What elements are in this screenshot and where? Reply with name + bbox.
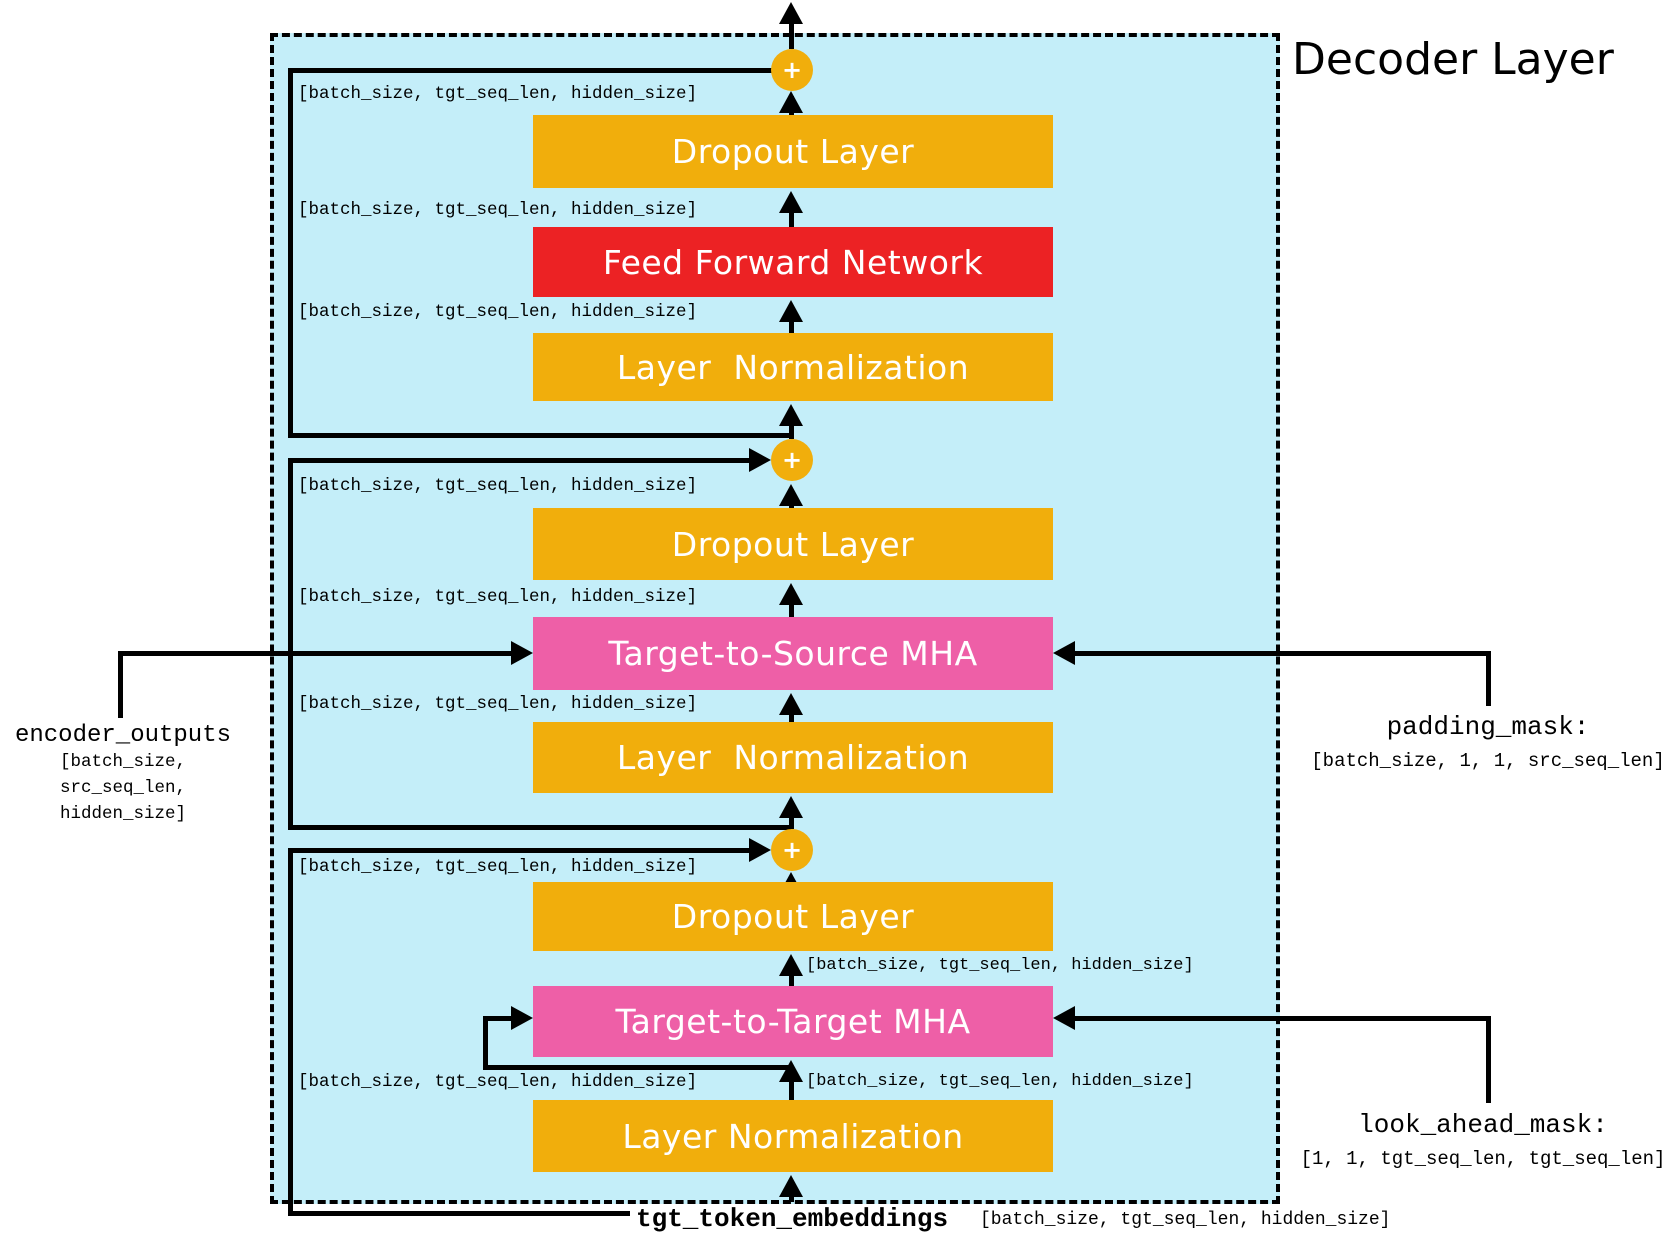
plus-icon: + bbox=[781, 836, 803, 864]
flow-line-t2s-to-dropout bbox=[789, 599, 794, 617]
look-ahead-mask-riser-line bbox=[1486, 1016, 1491, 1103]
add-circle-top: + bbox=[771, 49, 813, 91]
self-attention-arrow-line bbox=[483, 1016, 516, 1021]
residual-rail-middle bbox=[288, 458, 293, 829]
shape-label-c4: [batch_size, tgt_seq_len, hidden_size] bbox=[806, 1072, 1194, 1091]
diagram-title: Decoder Layer bbox=[1292, 34, 1614, 85]
block-label: Layer Normalization bbox=[622, 1116, 964, 1156]
arrowhead-encoder-into-t2s bbox=[511, 641, 533, 665]
look-ahead-mask-shape: [1, 1, tgt_seq_len, tgt_seq_len] bbox=[1300, 1148, 1666, 1170]
tgt-token-embeddings-shape: [batch_size, tgt_seq_len, hidden_size] bbox=[980, 1210, 1391, 1230]
flow-line-ln-to-t2t bbox=[789, 1076, 794, 1100]
residual-rail-bottom bbox=[288, 848, 293, 1215]
plus-icon: + bbox=[781, 446, 803, 474]
encoder-outputs-shape: [batch_size, src_seq_len, hidden_size] bbox=[59, 752, 187, 824]
arrowhead-into-ln-top bbox=[779, 404, 803, 426]
add-circle-bottom: + bbox=[771, 829, 813, 871]
block-layer-norm-top: Layer Normalization bbox=[533, 333, 1053, 401]
block-label: Feed Forward Network bbox=[602, 242, 984, 282]
shape-label-b1: [batch_size, tgt_seq_len, hidden_size] bbox=[298, 476, 698, 496]
block-label: Target-to-Target MHA bbox=[615, 1002, 971, 1041]
block-label: Dropout Layer bbox=[671, 897, 915, 936]
arrowhead-into-ln-mid bbox=[779, 796, 803, 818]
padding-mask-shape: [batch_size, 1, 1, src_seq_len] bbox=[1311, 750, 1665, 772]
residual-line-to-top-add bbox=[288, 68, 772, 73]
shape-label-b2: [batch_size, tgt_seq_len, hidden_size] bbox=[298, 587, 698, 607]
encoder-outputs-annotation: encoder_outputs [batch_size, src_seq_len… bbox=[8, 722, 238, 827]
plus-icon: + bbox=[781, 56, 803, 84]
block-feed-forward-network: Feed Forward Network bbox=[533, 227, 1053, 297]
arrowhead-into-add3 bbox=[779, 91, 803, 113]
embeddings-branch-line bbox=[288, 1211, 630, 1216]
flow-line-ln-to-ffn bbox=[789, 316, 794, 333]
arrowhead-into-dropout-top bbox=[779, 191, 803, 213]
self-attention-tap-line bbox=[483, 1065, 791, 1070]
shape-label-b3: [batch_size, tgt_seq_len, hidden_size] bbox=[298, 694, 698, 714]
block-label: Dropout Layer bbox=[671, 524, 915, 564]
encoder-outputs-arrow-line bbox=[118, 651, 516, 656]
block-dropout-top: Dropout Layer bbox=[533, 115, 1053, 188]
block-layer-norm-bottom: Layer Normalization bbox=[533, 1100, 1053, 1172]
arrowhead-into-ffn bbox=[779, 300, 803, 322]
block-dropout-bottom: Dropout Layer bbox=[533, 882, 1053, 951]
arrowhead-into-t2t-mha bbox=[779, 1060, 803, 1082]
padding-mask-annotation: padding_mask: [batch_size, 1, 1, src_seq… bbox=[1296, 712, 1678, 772]
flow-line-ln-to-t2s bbox=[789, 709, 794, 722]
padding-mask-arrow-line bbox=[1069, 651, 1488, 656]
padding-mask-label: padding_mask: bbox=[1386, 712, 1590, 742]
flow-line-output bbox=[789, 18, 794, 49]
block-label: Dropout Layer bbox=[671, 132, 915, 171]
arrowhead-into-dropout-bottom bbox=[779, 954, 803, 976]
arrowhead-into-add2 bbox=[779, 484, 803, 506]
arrowhead-into-t2t-left bbox=[511, 1006, 533, 1030]
shape-label-c3: [batch_size, tgt_seq_len, hidden_size] bbox=[298, 1072, 698, 1092]
flow-line-add1-to-ln-mid bbox=[789, 812, 794, 829]
block-label: Layer Normalization bbox=[616, 347, 970, 387]
block-target-to-source-mha: Target-to-Source MHA bbox=[533, 617, 1053, 690]
arrowhead-output bbox=[779, 2, 803, 24]
block-dropout-mid: Dropout Layer bbox=[533, 508, 1053, 580]
look-ahead-mask-annotation: look_ahead_mask: [1, 1, tgt_seq_len, tgt… bbox=[1288, 1110, 1678, 1170]
padding-mask-riser-line bbox=[1486, 651, 1491, 706]
residual-line-to-bottom-add bbox=[288, 848, 756, 853]
self-attention-loop-line bbox=[483, 1016, 488, 1070]
shape-label-c2: [batch_size, tgt_seq_len, hidden_size] bbox=[806, 956, 1194, 975]
arrowhead-into-ln-bottom bbox=[779, 1175, 803, 1197]
arrowhead-into-bottom-add bbox=[749, 838, 771, 862]
shape-label-a3: [batch_size, tgt_seq_len, hidden_size] bbox=[298, 302, 698, 322]
residual-rail-top bbox=[288, 68, 293, 437]
tgt-token-embeddings-label: tgt_token_embeddings bbox=[636, 1204, 949, 1234]
flow-line-t2t-to-dropout bbox=[789, 970, 794, 986]
shape-label-a1: [batch_size, tgt_seq_len, hidden_size] bbox=[298, 84, 698, 104]
residual-tap-line-lower bbox=[288, 825, 791, 830]
arrowhead-padding-into-t2s bbox=[1053, 641, 1075, 665]
residual-tap-line-upper bbox=[288, 433, 791, 438]
block-label: Layer Normalization bbox=[616, 738, 970, 777]
look-ahead-mask-arrow-line bbox=[1069, 1016, 1488, 1021]
arrowhead-lookahead-into-t2t bbox=[1053, 1006, 1075, 1030]
arrowhead-into-dropout-mid bbox=[779, 583, 803, 605]
look-ahead-mask-label: look_ahead_mask: bbox=[1358, 1110, 1608, 1140]
flow-line-add2-to-ln-top bbox=[789, 420, 794, 439]
encoder-outputs-riser-line bbox=[118, 653, 123, 718]
residual-line-to-mid-add bbox=[288, 458, 756, 463]
arrowhead-into-t2s-mha bbox=[779, 693, 803, 715]
arrowhead-into-mid-add bbox=[749, 448, 771, 472]
block-target-to-target-mha: Target-to-Target MHA bbox=[533, 986, 1053, 1057]
shape-label-a2: [batch_size, tgt_seq_len, hidden_size] bbox=[298, 200, 698, 220]
add-circle-mid: + bbox=[771, 439, 813, 481]
encoder-outputs-label: encoder_outputs bbox=[14, 722, 232, 749]
block-layer-norm-mid: Layer Normalization bbox=[533, 722, 1053, 793]
shape-label-c1: [batch_size, tgt_seq_len, hidden_size] bbox=[298, 857, 698, 877]
block-label: Target-to-Source MHA bbox=[608, 634, 978, 673]
flow-line-ffn-to-dropout bbox=[789, 207, 794, 227]
